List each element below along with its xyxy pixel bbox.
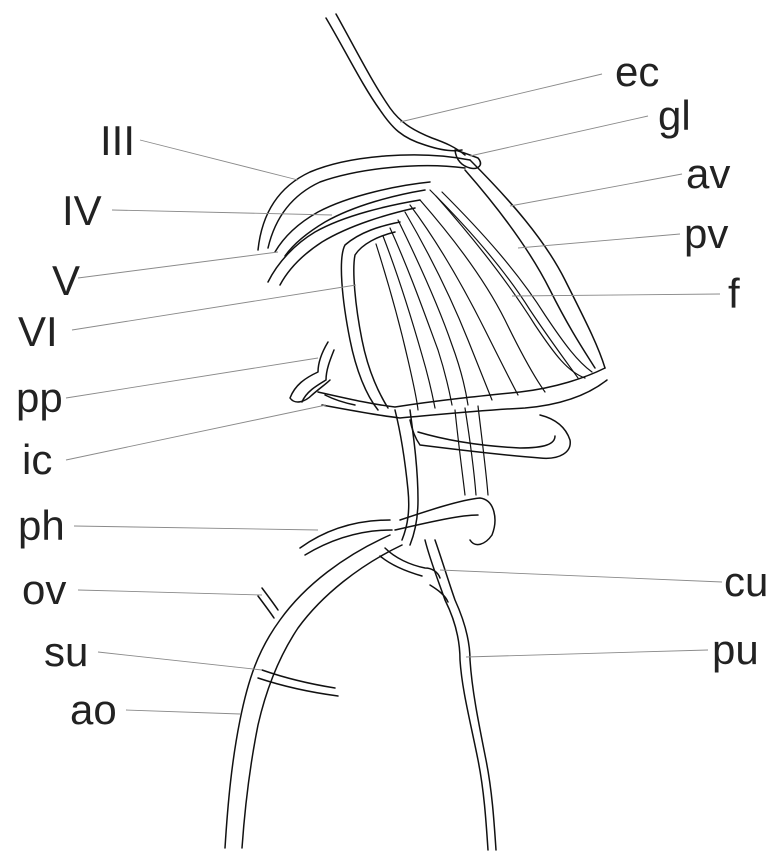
leader-ic [66, 405, 326, 460]
afferent-vessel-inner [465, 170, 595, 368]
external-carotid-vessel [326, 18, 462, 151]
leader-pv [518, 234, 680, 248]
leader-av [510, 174, 682, 206]
leader-V [78, 252, 278, 278]
central-vessel-3 [478, 406, 488, 495]
leader-III [140, 140, 298, 180]
arch-III-vessel [258, 155, 470, 250]
lower-loop-vessel-inner [418, 432, 555, 448]
label-III: III [100, 117, 135, 164]
leader-lines [66, 74, 722, 714]
filament-4 [405, 212, 492, 400]
label-pp: pp [16, 374, 63, 421]
label-gl: gl [658, 92, 691, 139]
leader-pp [66, 358, 318, 398]
subclavian-vessel [262, 670, 335, 688]
label-cu: cu [724, 558, 768, 605]
label-IV: IV [62, 187, 102, 234]
leader-ec [400, 74, 602, 122]
leader-gl [470, 116, 648, 156]
filament-6 [390, 228, 452, 405]
occipito-vertebral-vessel [262, 588, 278, 610]
leader-IV [112, 210, 332, 215]
arch-IV-vessel-inner [285, 190, 425, 256]
label-av: av [686, 150, 730, 197]
afferent-vessel [470, 160, 605, 368]
label-su: su [44, 628, 88, 675]
label-f: f [728, 270, 740, 317]
filament-9 [436, 196, 585, 378]
label-ic: ic [22, 436, 52, 483]
arch-VI-vessel-inner [354, 232, 395, 408]
leader-pu [466, 650, 708, 657]
label-VI: VI [18, 308, 58, 355]
arch-VI-vessel [341, 222, 400, 410]
labels: ec gl av pv f cu pu III IV V VI pp ic ph… [16, 48, 768, 733]
pulmonary-vessel [425, 540, 488, 850]
leader-ao [126, 710, 240, 714]
leader-cu [440, 570, 722, 582]
central-vessel-1 [455, 410, 465, 495]
label-ao: ao [70, 686, 117, 733]
label-pu: pu [712, 626, 759, 673]
aorta-vessel-inner [242, 545, 402, 848]
arch-V-vessel-inner [280, 208, 415, 285]
label-ph: ph [18, 502, 65, 549]
pharyngeal-vessel [400, 498, 495, 545]
leader-ph [74, 526, 318, 530]
occipito-vertebral-vessel-2 [258, 596, 274, 618]
pharyngeal-branch [300, 520, 390, 548]
label-V: V [52, 257, 80, 304]
pharyngeal-branch-2 [305, 530, 392, 555]
dorsal-trunk-vessel [395, 410, 409, 540]
filament-8 [376, 244, 418, 410]
leader-f [512, 294, 720, 296]
label-ec: ec [615, 48, 659, 95]
leader-su [98, 652, 262, 670]
label-pv: pv [684, 210, 728, 257]
filament-3 [410, 205, 518, 395]
vessel-drawing [225, 14, 607, 850]
leader-VI [72, 285, 356, 330]
filament-5 [398, 220, 468, 405]
leader-ov [78, 590, 262, 595]
label-ov: ov [22, 566, 66, 613]
